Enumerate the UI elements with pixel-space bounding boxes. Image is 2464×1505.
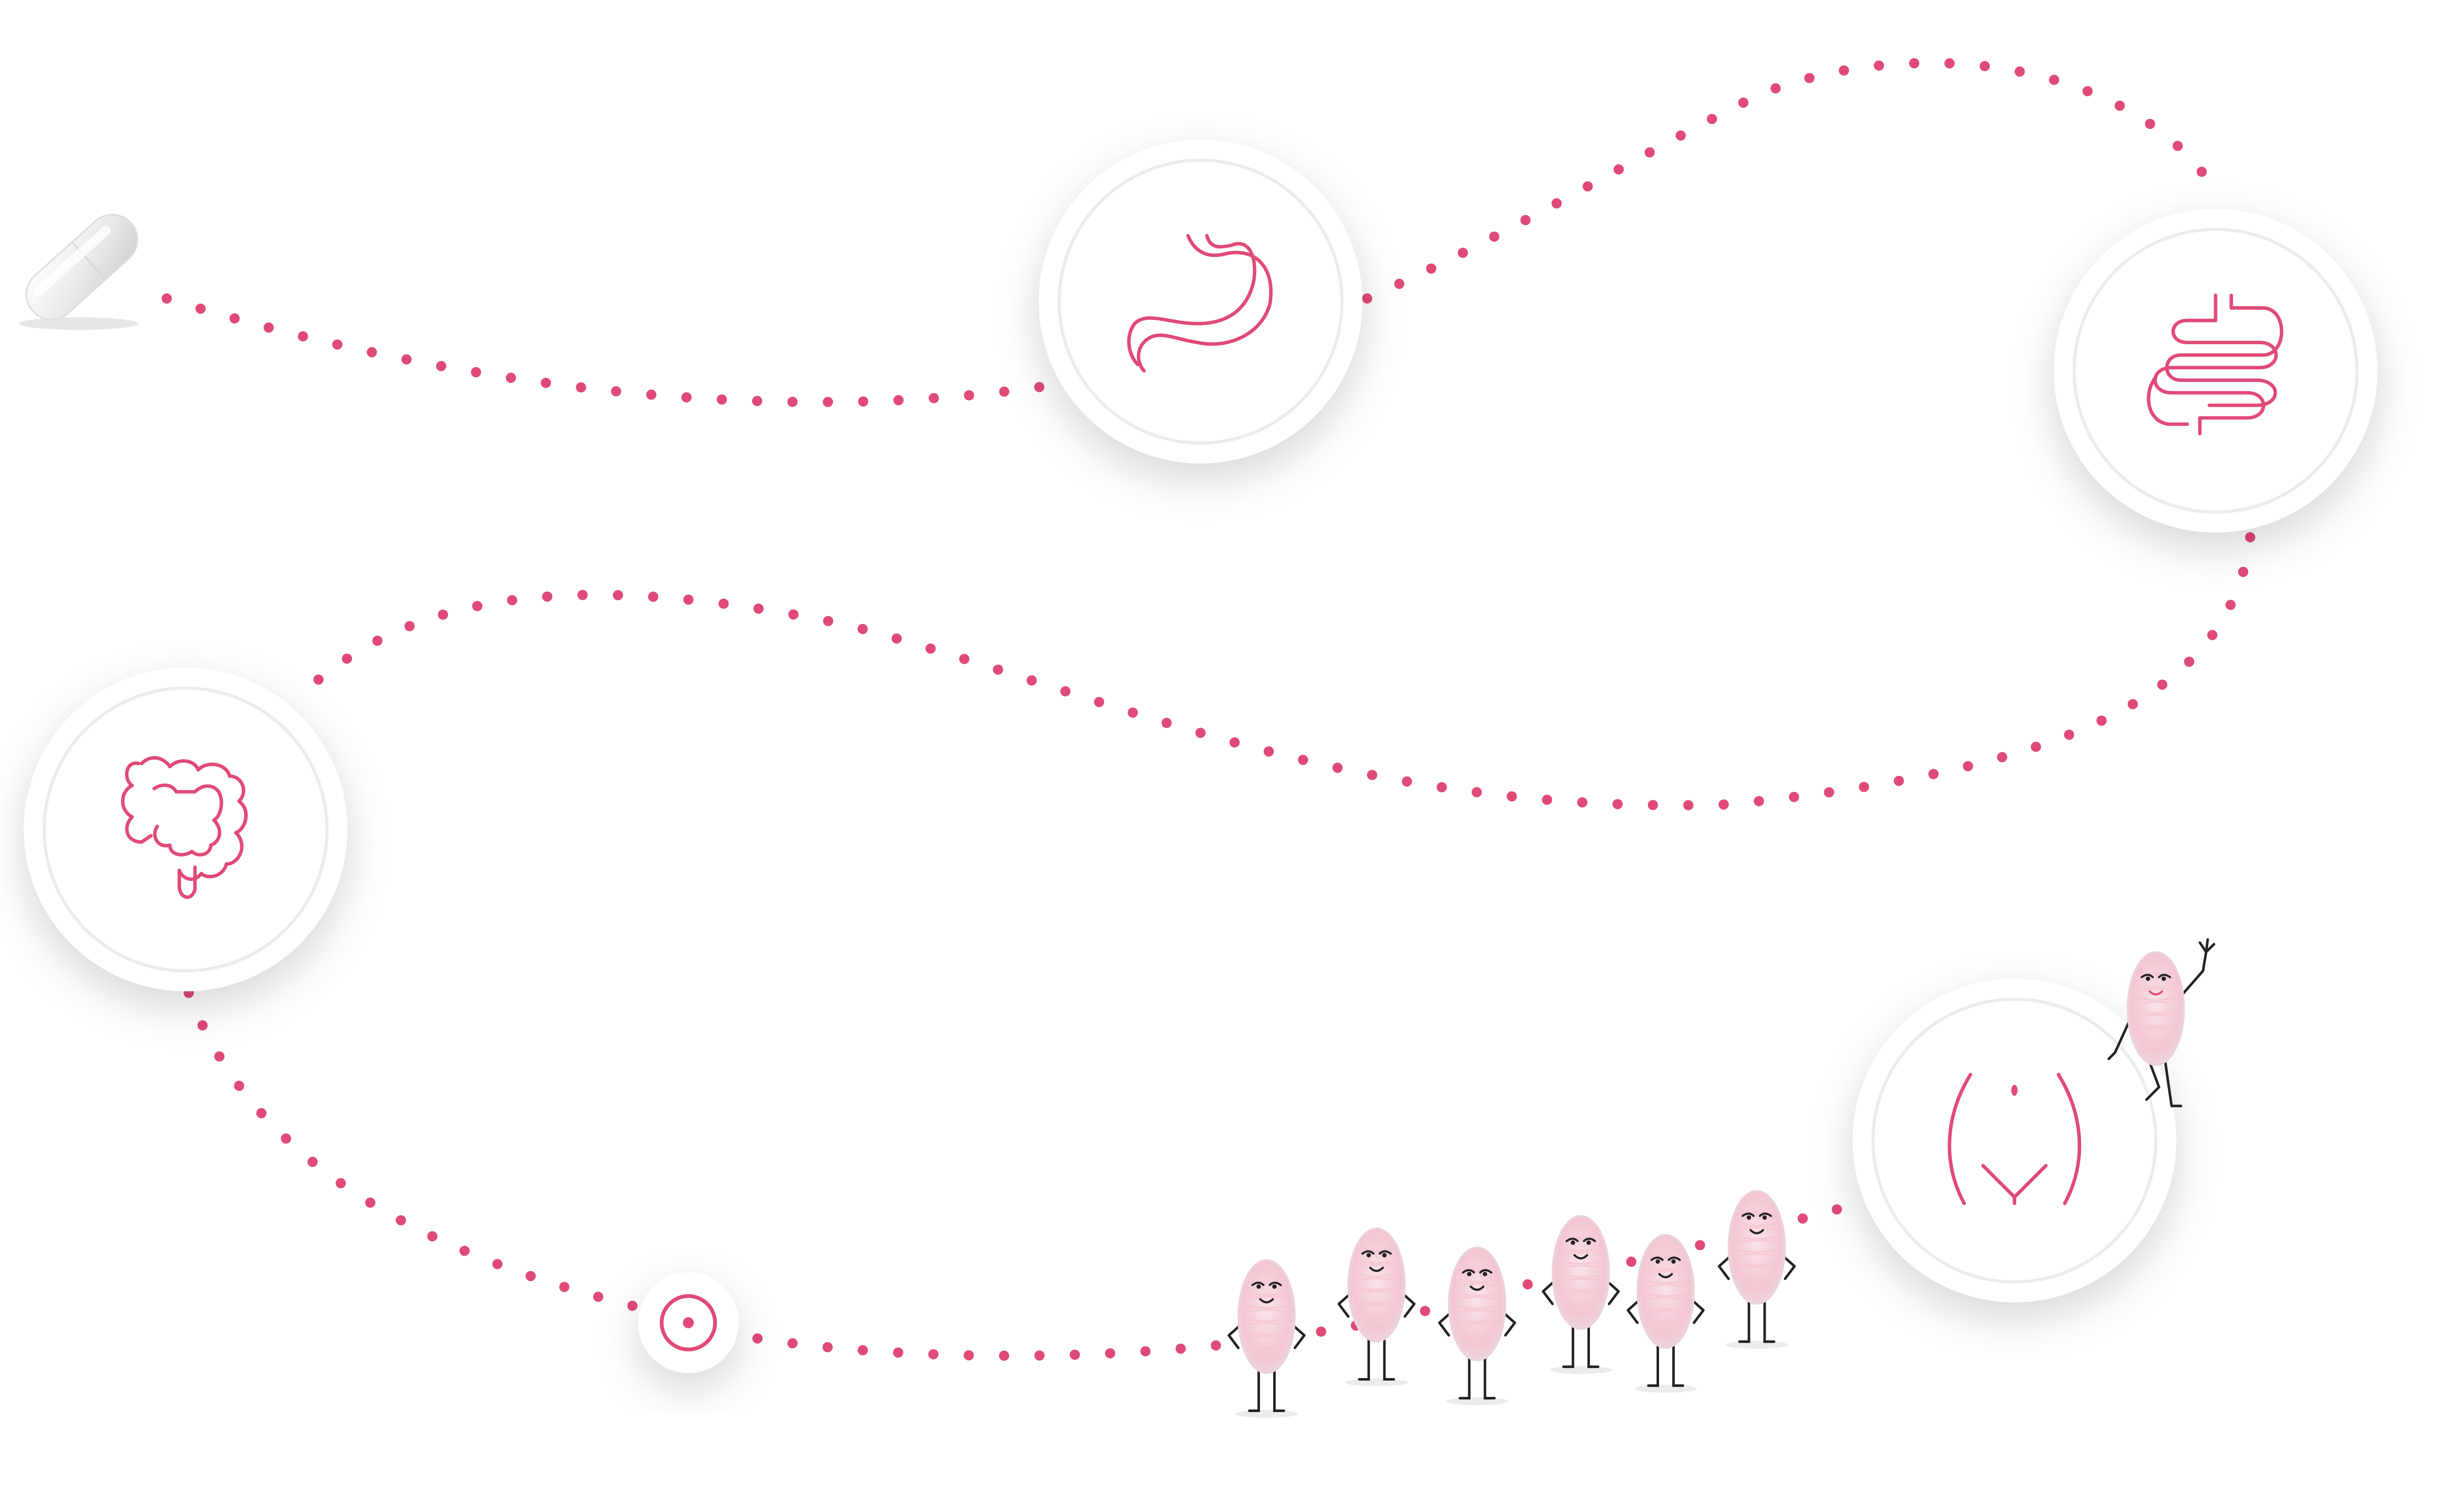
small-intestine-icon — [2147, 293, 2284, 436]
pelvis-node — [1853, 978, 2177, 1302]
capsule-icon — [19, 214, 139, 330]
target-node — [638, 1272, 739, 1373]
large-intestine-icon — [121, 756, 248, 899]
pelvis-icon — [1948, 1072, 2082, 1205]
bacteria-character-icon — [1337, 1227, 1416, 1387]
stomach-node — [1039, 140, 1363, 464]
bacteria-character-icon — [1717, 1190, 1796, 1349]
waving-bacteria-character-icon — [2107, 938, 2216, 1107]
stomach-icon — [1127, 234, 1273, 373]
small-intestine-node — [2054, 209, 2378, 533]
large-intestine-node — [23, 667, 348, 992]
bacteria-character-icon — [1627, 1234, 1705, 1393]
bacteria-characters-group — [1227, 938, 2216, 1418]
bacteria-character-icon — [1438, 1247, 1516, 1405]
bacteria-character-icon — [1542, 1215, 1620, 1374]
bacteria-character-icon — [1227, 1259, 1306, 1418]
target-icon — [660, 1294, 717, 1352]
